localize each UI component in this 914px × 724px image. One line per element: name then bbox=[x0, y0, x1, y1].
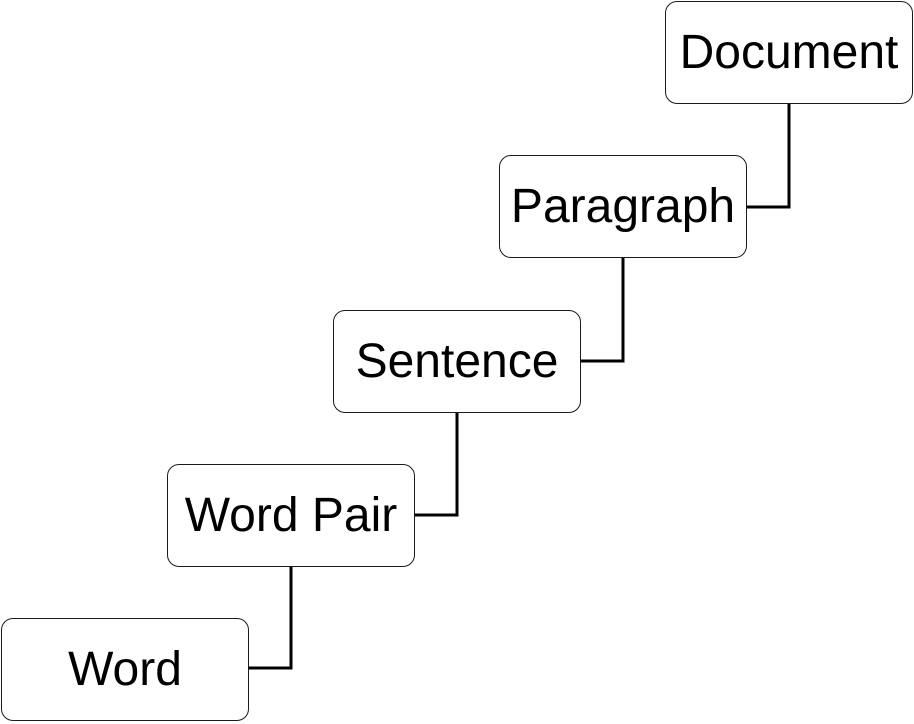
connector-paragraph-to-document bbox=[747, 103, 791, 209]
connector-word-to-word-pair bbox=[249, 566, 293, 670]
node-word-pair: Word Pair bbox=[167, 464, 415, 567]
node-paragraph: Paragraph bbox=[499, 155, 747, 258]
node-word: Word bbox=[1, 618, 249, 721]
connector-sentence-to-paragraph bbox=[581, 257, 625, 363]
node-document: Document bbox=[665, 1, 913, 104]
node-sentence: Sentence bbox=[333, 310, 581, 413]
connector-word-pair-to-sentence bbox=[415, 412, 459, 517]
